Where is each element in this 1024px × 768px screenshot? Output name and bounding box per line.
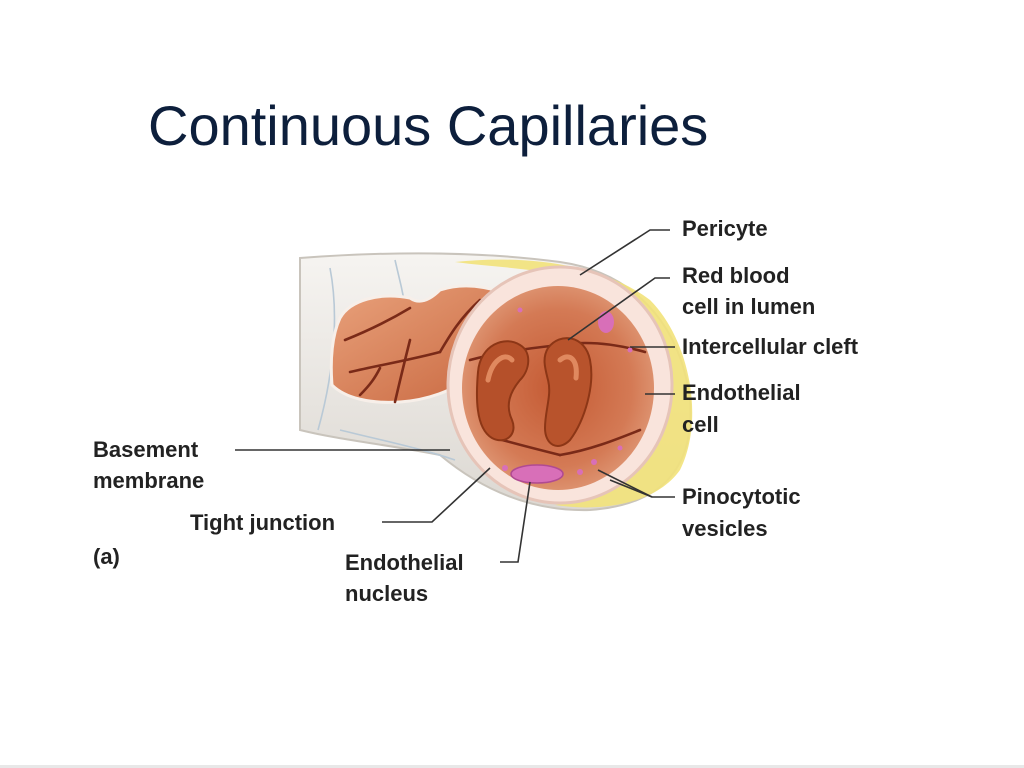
label-endo-nucleus-2: nucleus bbox=[345, 581, 428, 606]
label-tight-junction: Tight junction bbox=[190, 510, 335, 535]
pinocytotic-vesicles bbox=[502, 307, 633, 475]
label-basement-1: Basement bbox=[93, 437, 199, 462]
label-red-blood-cell-2: cell in lumen bbox=[682, 294, 815, 319]
bottom-rule bbox=[0, 765, 1024, 768]
leader-lines bbox=[235, 229, 675, 563]
label-panel-a: (a) bbox=[93, 544, 120, 569]
label-red-blood-cell-1: Red blood bbox=[682, 263, 790, 288]
label-intercellular-cleft: Intercellular cleft bbox=[682, 334, 859, 359]
slide-title: Continuous Capillaries bbox=[148, 94, 709, 157]
red-blood-cells bbox=[475, 337, 593, 447]
label-endo-nucleus-1: Endothelial bbox=[345, 550, 464, 575]
label-pericyte: Pericyte bbox=[682, 216, 768, 241]
label-basement-2: membrane bbox=[93, 468, 204, 493]
label-endothelial-cell-1: Endothelial bbox=[682, 380, 801, 405]
label-pinocytotic-2: vesicles bbox=[682, 516, 768, 541]
label-endothelial-cell-2: cell bbox=[682, 412, 719, 437]
label-pinocytotic-1: Pinocytotic bbox=[682, 484, 801, 509]
